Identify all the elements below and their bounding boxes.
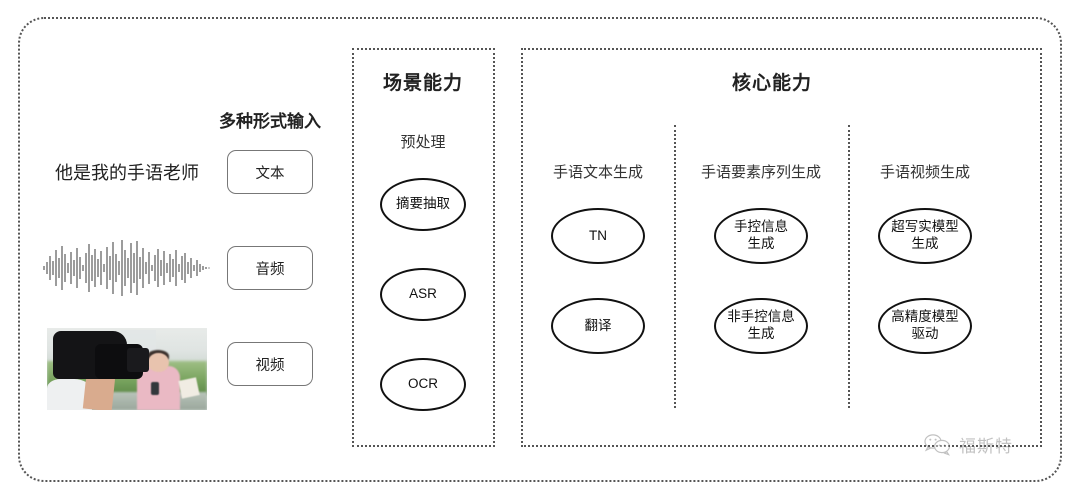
node-summary-extraction[interactable]: 摘要抽取 [380, 178, 466, 231]
outer-frame [18, 17, 1062, 482]
watermark: 福斯特 [923, 432, 1013, 457]
node-tn[interactable]: TN [551, 208, 645, 264]
watermark-text: 福斯特 [959, 437, 1013, 456]
column-label-sign-video-generation: 手语视频生成 [879, 164, 971, 181]
sample-input-text: 他是我的手语老师 [55, 163, 199, 183]
core-capability-box [521, 48, 1042, 447]
node-translation[interactable]: 翻译 [551, 298, 645, 354]
node-asr[interactable]: ASR [380, 268, 466, 321]
column-label-sign-element-sequence-generation: 手语要素序列生成 [700, 164, 822, 181]
node-high-precision-model-driving[interactable]: 高精度模型 驱动 [878, 298, 972, 354]
column-divider-1 [674, 125, 676, 408]
video-thumbnail-photo [47, 328, 207, 410]
node-ocr[interactable]: OCR [380, 358, 466, 411]
scene-capability-title: 场景能力 [382, 73, 464, 94]
input-chip-audio[interactable]: 音频 [227, 246, 313, 290]
audio-waveform-icon [43, 240, 210, 296]
node-photorealistic-model-generation[interactable]: 超写实模型 生成 [878, 208, 972, 264]
node-manual-information-generation[interactable]: 手控信息 生成 [714, 208, 808, 264]
column-label-preprocessing: 预处理 [400, 134, 446, 151]
input-section-heading: 多种形式输入 [219, 112, 321, 131]
core-capability-title: 核心能力 [731, 73, 813, 94]
input-chip-text[interactable]: 文本 [227, 150, 313, 194]
input-chip-video[interactable]: 视频 [227, 342, 313, 386]
column-label-sign-text-generation: 手语文本生成 [552, 164, 644, 181]
wechat-icon [924, 433, 951, 456]
node-non-manual-information-generation[interactable]: 非手控信息 生成 [714, 298, 808, 354]
scene-capability-box [352, 48, 495, 447]
column-divider-2 [848, 125, 850, 408]
